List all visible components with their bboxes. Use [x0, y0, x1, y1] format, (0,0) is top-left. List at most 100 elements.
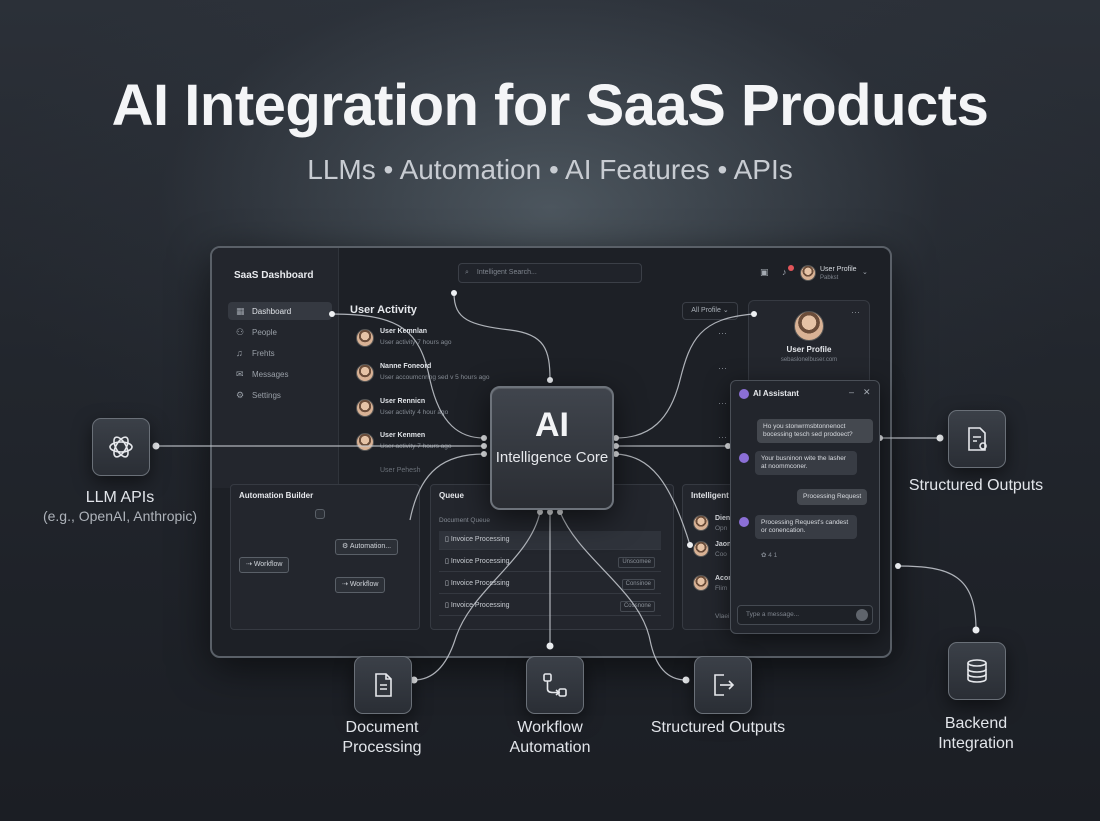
activity-name: User Rennicn	[380, 398, 426, 405]
insight-avatar	[693, 541, 709, 557]
nav-item-dashboard[interactable]: ▦Dashboard	[228, 302, 332, 320]
status-badge: Unscomee	[618, 557, 655, 568]
automation-builder-title: Automation Builder	[239, 491, 314, 500]
structured-outputs-bottom-label: Structured Outputs	[650, 719, 786, 736]
user-message: Processing Request	[797, 489, 868, 505]
reaction-counter[interactable]: ✿ 4 1	[761, 552, 778, 559]
close-icon[interactable]: ✕	[863, 387, 871, 397]
activity-name: User Pehesh	[380, 467, 421, 474]
document-icon	[375, 673, 392, 697]
insight-name: Acon	[715, 575, 733, 582]
more-icon[interactable]: ···	[718, 363, 727, 373]
workflow-automation-label: Workflow Automation	[509, 719, 591, 756]
subtitle-ai-features: AI Features	[565, 154, 710, 185]
activity-sub: User activity 7 hours ago	[380, 339, 452, 346]
subtitle-automation: Automation	[399, 154, 542, 185]
activity-avatar	[356, 399, 374, 417]
llm-apis-sublabel: (e.g., OpenAI, Anthropic)	[42, 508, 198, 524]
minimize-icon[interactable]: –	[849, 387, 855, 397]
document-gear-icon	[968, 427, 987, 451]
automation-node[interactable]: ⚙ Automation...	[335, 539, 399, 555]
chevron-down-icon[interactable]: ⌄	[862, 269, 868, 276]
backend-integration-tile[interactable]	[948, 642, 1006, 700]
llm-apis-label: LLM APIs	[85, 489, 155, 506]
backend-integration-label: Backend Integration	[938, 715, 1014, 752]
notification-bell-icon[interactable]: ♪	[782, 267, 787, 277]
subtitle-llms: LLMs	[307, 154, 376, 185]
header-user-name: User Profile	[820, 266, 857, 273]
more-icon[interactable]: ···	[851, 307, 860, 317]
insight-avatar	[693, 575, 709, 591]
profile-name: User Profile	[786, 345, 832, 354]
ai-assistant-window: AI Assistant – ✕ Ho you stonwrmsbtonneno…	[730, 380, 880, 634]
document-processing-tile[interactable]	[354, 656, 412, 714]
gear-icon: ⚙	[236, 390, 245, 400]
search-input[interactable]: ⌕ Intelligent Search...	[458, 263, 642, 283]
database-icon	[967, 659, 987, 683]
inbox-icon[interactable]: ▣	[760, 267, 769, 277]
subtitle-apis: APIs	[733, 154, 793, 185]
insight-name: Dienn	[715, 515, 735, 522]
send-button[interactable]	[856, 609, 868, 621]
bot-avatar-icon	[739, 517, 749, 527]
message-input[interactable]: Type a message...	[737, 605, 873, 625]
wire-insight	[615, 453, 691, 546]
bot-message: Your busninon wite the lasher at noommco…	[755, 451, 857, 475]
insight-sub: Flim	[715, 585, 728, 592]
wire-profile	[615, 313, 755, 439]
nav-item-settings[interactable]: ⚙Settings	[228, 386, 332, 404]
profile-avatar	[794, 311, 824, 341]
structured-outputs-tile[interactable]	[948, 410, 1006, 468]
user-avatar[interactable]	[800, 265, 816, 281]
wire-structured-bottom	[559, 511, 687, 681]
queue-title: Queue	[439, 491, 464, 500]
bot-message: Processing Request's candest or conencat…	[755, 515, 857, 539]
subtitle-separator: •	[548, 154, 559, 185]
nav-item-messages[interactable]: ✉Messages	[228, 365, 332, 383]
profile-card: ··· User Profile sebaslonelbuser.com	[748, 300, 870, 394]
workflow-node-2[interactable]: ⇢ Workflow	[335, 577, 386, 593]
subtitle-separator: •	[383, 154, 394, 185]
automation-builder-panel: Automation Builder ⇢ Workflow ⚙ Automati…	[230, 484, 420, 630]
insights-title: Intelligent	[691, 491, 729, 500]
main-title: AI Integration for SaaS Products	[111, 73, 989, 138]
structured-outputs-bottom-tile[interactable]	[694, 656, 752, 714]
insight-avatar	[693, 515, 709, 531]
wire-backend	[897, 565, 977, 631]
activity-sub: User activity 4 hour ago	[380, 409, 449, 416]
llm-apis-tile[interactable]	[92, 418, 150, 476]
more-icon[interactable]: ···	[718, 398, 727, 408]
nav-item-frehts[interactable]: ♫Frehts	[228, 344, 332, 362]
activity-sub: User accoumcnring sed v 5 hours ago	[380, 374, 490, 381]
activity-filter-dropdown[interactable]: All Profile ⌄	[682, 302, 738, 320]
workflow-node[interactable]: ⇢ Workflow	[239, 557, 290, 573]
activity-avatar	[356, 364, 374, 382]
trigger-node[interactable]	[315, 509, 325, 519]
wire-document	[413, 511, 541, 681]
header-user-sub: Pabkst	[820, 275, 839, 281]
user-activity-title: User Activity	[350, 304, 417, 316]
subtitle-separator: •	[717, 154, 728, 185]
mail-icon: ✉	[236, 369, 244, 379]
nav-item-people[interactable]: ⚇People	[228, 323, 332, 341]
document-icon: ▯	[445, 558, 449, 565]
more-icon[interactable]: ···	[718, 432, 727, 442]
activity-name: User Kemnlan	[380, 328, 428, 335]
core-title: AI	[535, 406, 569, 444]
document-icon: ▯	[445, 536, 449, 543]
workflow-automation-tile[interactable]	[526, 656, 584, 714]
insight-name: Jaon	[715, 541, 732, 548]
core-subtitle: Intelligence Core	[495, 449, 609, 466]
structured-outputs-label: Structured Outputs	[908, 477, 1044, 494]
insight-sub: Coo	[715, 551, 727, 558]
bot-avatar-icon	[739, 453, 749, 463]
search-icon: ⌕	[465, 269, 469, 276]
activity-avatar	[356, 329, 374, 347]
assistant-title: AI Assistant	[753, 389, 799, 398]
assistant-logo-icon	[739, 389, 749, 399]
more-icon[interactable]: ···	[718, 328, 727, 338]
insight-sub: Opn	[715, 525, 728, 532]
subtitle: LLMs • Automation • AI Features • APIs	[0, 154, 1100, 186]
dashboard-title: SaaS Dashboard	[234, 270, 314, 281]
